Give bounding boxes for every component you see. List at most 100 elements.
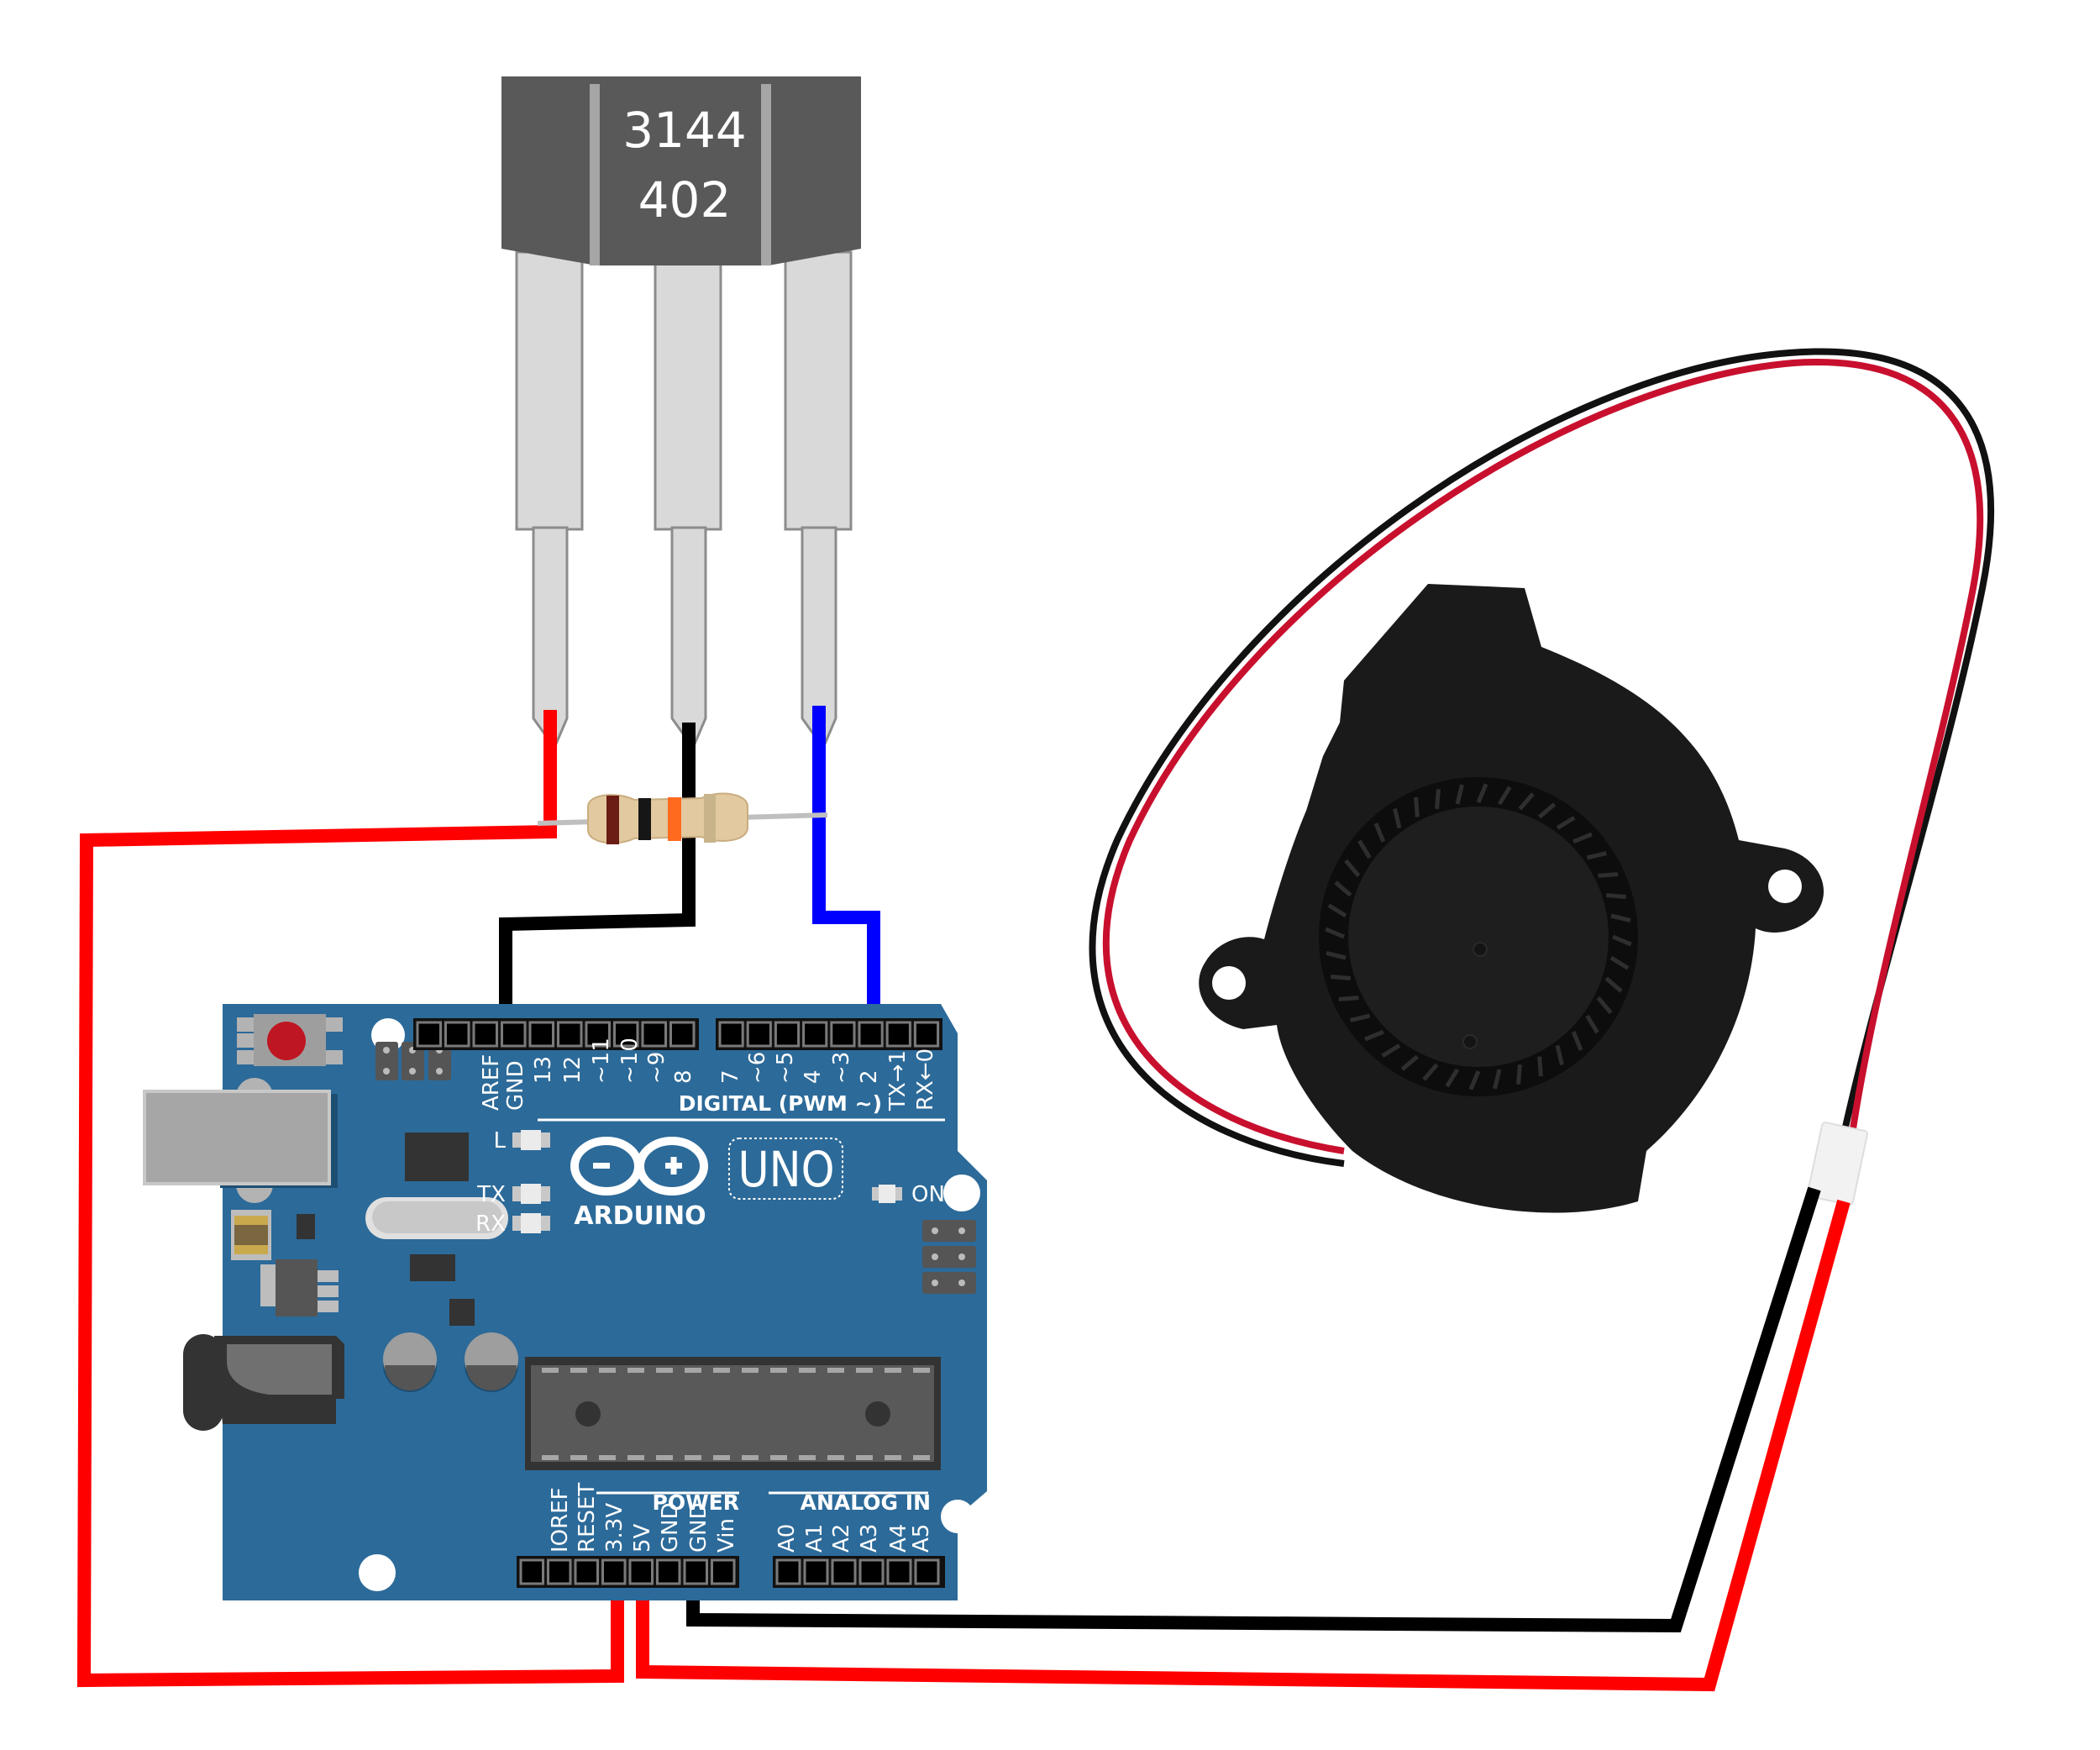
icsp-header-top: [375, 1042, 451, 1080]
voltage-regulator: [276, 1259, 318, 1316]
fan-blade: [1612, 934, 1632, 947]
digital-pin-label: TX→1: [885, 1050, 911, 1111]
svg-text:L: L: [494, 1128, 507, 1154]
dc-jack: [183, 1334, 223, 1431]
analog-pin-socket[interactable]: [914, 1558, 940, 1585]
digital-pin-label: 8: [671, 1069, 696, 1084]
fan-connector: [1806, 1122, 1868, 1206]
digital-pin-socket[interactable]: [528, 1021, 554, 1048]
power-pin-socket[interactable]: [547, 1558, 572, 1585]
svg-text:TX: TX: [476, 1182, 506, 1207]
fan-blade: [1598, 872, 1619, 878]
fan-blade: [1445, 1068, 1460, 1088]
digital-pin-socket[interactable]: [585, 1021, 611, 1048]
digital-pin-label: 13: [531, 1056, 556, 1084]
model-badge: [728, 1138, 843, 1200]
digital-pin-label: AREF: [479, 1054, 504, 1111]
digital-pin-socket[interactable]: [472, 1021, 498, 1048]
svg-text:ON: ON: [911, 1182, 945, 1207]
fan-blade: [1537, 1056, 1543, 1077]
fan-blade: [1331, 975, 1352, 980]
power-pin-socket[interactable]: [683, 1558, 708, 1585]
board-mount-hole: [941, 1500, 974, 1533]
power-pin-socket[interactable]: [656, 1558, 681, 1585]
digital-pin-label: 12: [560, 1056, 585, 1084]
digital-pin-socket[interactable]: [885, 1021, 911, 1048]
fan-blade: [1338, 996, 1359, 1001]
analog-header-label: ANALOG IN: [801, 1490, 931, 1515]
digital-pin-label: 2: [857, 1069, 882, 1084]
digital-pin-socket[interactable]: [802, 1021, 828, 1048]
reset-button[interactable]: [237, 1014, 343, 1066]
digital-pin-label: ~5: [773, 1052, 798, 1084]
fan-blade: [1357, 839, 1372, 859]
digital-pin-label: GND: [503, 1060, 528, 1111]
fan-blade: [1468, 1070, 1481, 1090]
usb-port: [143, 1090, 331, 1185]
wire-out-blue: [812, 706, 880, 1033]
fan-blade: [1518, 792, 1535, 811]
fan-blade: [1373, 822, 1386, 843]
power-pin-socket[interactable]: [574, 1558, 599, 1585]
fan-blade: [1393, 808, 1402, 829]
fan-hub-mark: [1473, 942, 1488, 957]
led-l: L: [494, 1128, 550, 1154]
digital-pin-socket[interactable]: [613, 1021, 639, 1048]
fan-blade: [1571, 1031, 1583, 1051]
arduino-brand: ARDUINO: [574, 1201, 706, 1231]
fan-blade: [1455, 784, 1464, 805]
fan-blade: [1586, 851, 1607, 860]
digital-pin-label: ~6: [745, 1052, 770, 1084]
analog-pin-socket[interactable]: [803, 1558, 829, 1585]
fan-blade: [1327, 903, 1347, 918]
fan-blades: [1325, 783, 1632, 1090]
arduino-logo: ARDUINO: [570, 1137, 708, 1231]
svg-text:RX: RX: [475, 1211, 506, 1237]
power-pin-socket[interactable]: [628, 1558, 654, 1585]
power-pin-socket[interactable]: [711, 1558, 736, 1585]
analog-pin-label: A1: [802, 1524, 827, 1553]
power-header-label: POWER: [653, 1490, 739, 1515]
analog-pin-socket[interactable]: [858, 1558, 885, 1585]
power-pin-label: GND: [658, 1502, 683, 1553]
digital-pin-socket[interactable]: [774, 1021, 801, 1048]
fan-hub: [1348, 807, 1609, 1067]
fan-blade: [1605, 893, 1626, 899]
digital-pin-socket[interactable]: [501, 1021, 527, 1048]
digital-pin-socket[interactable]: [746, 1021, 772, 1048]
fan-blade: [1596, 996, 1613, 1015]
power-pin-socket[interactable]: [601, 1558, 627, 1585]
digital-pin-socket[interactable]: [718, 1021, 744, 1048]
digital-pin-socket[interactable]: [641, 1021, 667, 1048]
analog-pin-label: A4: [886, 1524, 911, 1553]
analog-pin-socket[interactable]: [831, 1558, 857, 1585]
power-pin-socket[interactable]: [519, 1558, 544, 1585]
fan-lead-wires: [1089, 348, 1995, 1167]
led-rx: RX: [475, 1211, 550, 1237]
digital-pin-socket[interactable]: [913, 1021, 940, 1048]
fan-mount-hole: [1768, 870, 1802, 903]
fan-blade: [1538, 802, 1557, 819]
power-pin-label: 3.3V: [602, 1503, 627, 1553]
digital-pin-socket[interactable]: [669, 1021, 696, 1048]
resistor: [537, 792, 828, 844]
resistor-band-brown: [606, 796, 619, 844]
fan-blade: [1414, 796, 1420, 817]
digital-pin-socket[interactable]: [557, 1021, 583, 1048]
led-on: ON: [872, 1182, 945, 1207]
analog-pin-socket[interactable]: [775, 1558, 801, 1585]
sensor-leg-gnd: [654, 250, 722, 531]
digital-pin-socket[interactable]: [858, 1021, 884, 1048]
analog-pin-label: A0: [774, 1524, 800, 1553]
sensor-label-line2: 402: [638, 171, 732, 229]
sensor-leg-out: [784, 250, 853, 531]
digital-pin-socket[interactable]: [444, 1021, 470, 1048]
analog-pin-socket[interactable]: [886, 1558, 912, 1585]
digital-pin-socket[interactable]: [416, 1021, 442, 1048]
analog-pin-label: A5: [909, 1524, 934, 1553]
wire-vcc-red: [76, 710, 624, 1688]
fan-blade: [1604, 976, 1623, 993]
digital-pin-label: ~10: [617, 1038, 643, 1084]
digital-pin-socket[interactable]: [830, 1021, 856, 1048]
